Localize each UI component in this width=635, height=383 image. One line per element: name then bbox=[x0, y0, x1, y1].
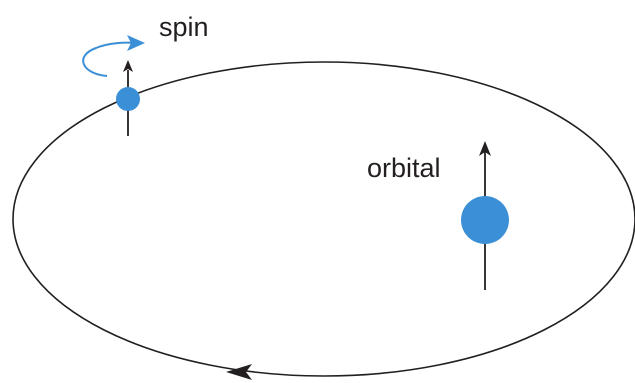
orbital-moment-arrowhead bbox=[479, 141, 491, 156]
nucleus bbox=[461, 196, 509, 244]
spin-moment-arrowhead bbox=[123, 60, 133, 72]
spin-label: spin bbox=[159, 12, 209, 42]
orbit-direction-arrowhead bbox=[226, 364, 252, 380]
spin-rotation-arrowhead bbox=[127, 35, 145, 51]
spin-rotation-arrow bbox=[82, 41, 137, 77]
orbit-path bbox=[12, 61, 635, 377]
orbital-label: orbital bbox=[367, 153, 441, 183]
orbiting-particle bbox=[116, 87, 140, 111]
